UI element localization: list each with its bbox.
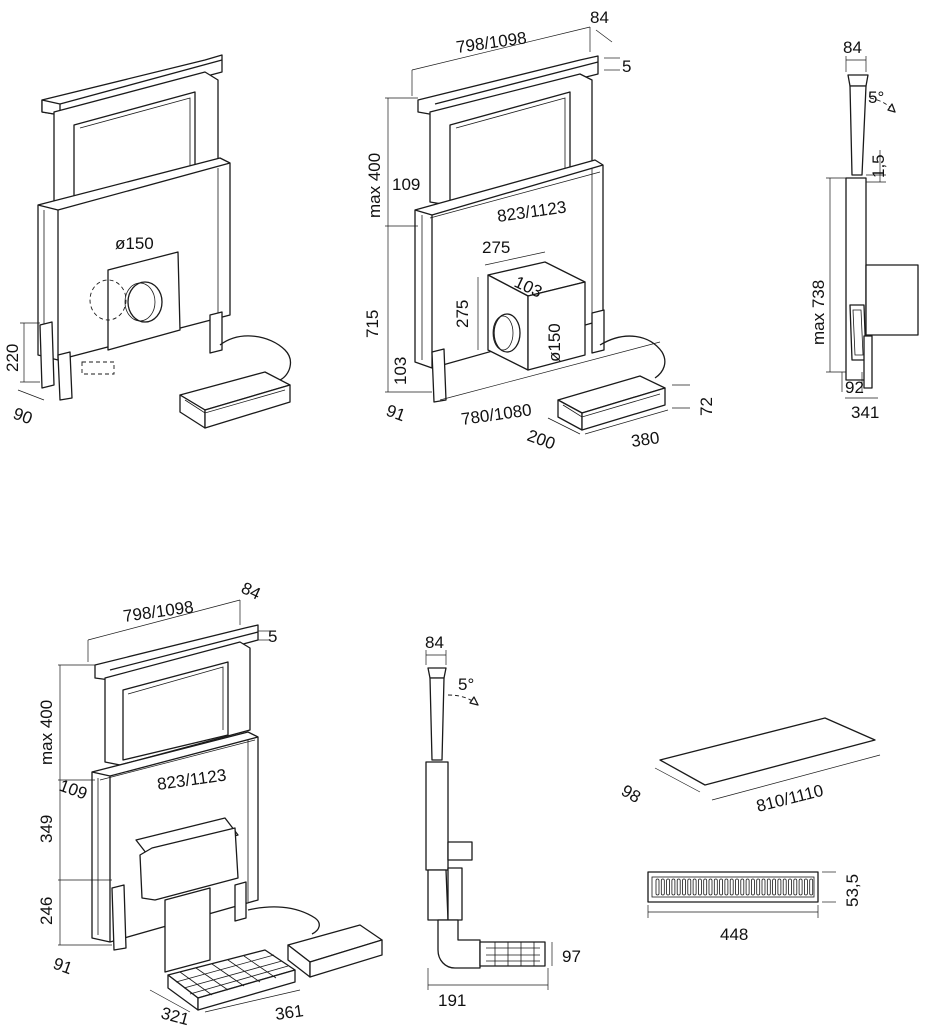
view-4-hood-filter: 798/1098 84 5 max 400 109 823/1123 349 2… [37,578,383,1030]
vent-slot [793,878,798,896]
vent-slot [729,878,734,896]
view2-module-depth-label: 200 [525,426,558,454]
vent-slot [687,878,692,896]
view2-top-width-label: 798/1098 [455,28,528,57]
vent-slot [735,878,739,896]
view-3-side-profile: 84 5° 1,5 max 738 92 341 [809,38,919,422]
view3-top-depth-label: 84 [843,38,862,57]
view4-base-depth-label: 91 [51,954,75,978]
view4-max-height-label: max 400 [37,700,56,765]
vent-slot [655,878,660,896]
view-5-side-profile-filter: 84 5° 97 191 [425,633,581,1010]
view2-base-depth-label: 91 [384,401,408,425]
vent-slot [698,878,702,896]
vent-slots [655,878,814,896]
view4-top-depth-label: 84 [238,578,263,603]
view-2-hood-dimensions: 798/1098 84 5 max 400 109 823/1123 275 1… [363,8,716,453]
vent-slot [671,878,676,896]
view4-top-gap-label: 5 [268,627,277,646]
view2-box-width-label: 275 [482,238,510,257]
view2-box-diameter-label: ø150 [545,323,564,362]
vent-slot [777,878,782,896]
view3-max-height-label: max 738 [809,280,828,345]
view5-tilt-label: 5° [458,675,474,694]
view4-height-mid-label: 349 [37,815,56,843]
view5-filter-height-label: 97 [562,947,581,966]
vent-slot [745,878,750,896]
view1-height-lower-label: 220 [3,344,22,372]
vent-slot [660,878,665,896]
view4-height-low-label: 246 [37,897,56,925]
view3-gap-label: 1,5 [869,154,888,178]
view2-max-height-label: max 400 [365,153,384,218]
view1-diameter-label: ø150 [115,234,154,253]
view2-box-height-label: 275 [453,300,472,328]
vent-slot [788,878,792,896]
vent-slot [724,878,729,896]
vent-slot [692,878,697,896]
view3-base-depth-label: 92 [845,378,864,397]
vent-slot [703,878,708,896]
vent-slot [761,878,766,896]
vent-slot [809,878,814,896]
vent-slot [740,878,745,896]
view2-module-width-label: 380 [630,428,661,451]
vent-slot [719,878,723,896]
vent-slot [766,878,771,896]
view3-tilt-label: 5° [868,88,884,107]
vent-slot [682,878,686,896]
vent-slot [751,878,755,896]
vent-slot [708,878,713,896]
view4-filter-depth-label: 321 [159,1004,191,1030]
vent-slot [804,878,808,896]
vent-slot [772,878,776,896]
vent-slot [676,878,681,896]
vent-slot [713,878,718,896]
view5-top-depth-label: 84 [425,633,444,652]
vent-slot [782,878,787,896]
view-6-grille-vent: 98 810/1110 53,5 448 [618,717,881,944]
view1-depth-label: 90 [11,404,35,428]
view6-vent-width-label: 448 [720,925,748,944]
view4-filter-width-label: 361 [274,1001,305,1024]
view2-top-depth-label: 84 [590,8,609,27]
view5-total-depth-label: 191 [438,991,466,1010]
view-1-hood-perspective: ø150 220 90 [3,54,292,429]
view6-vent-height-label: 53,5 [843,874,862,907]
view6-grille-depth-label: 98 [618,781,644,807]
view2-frame-depth-label: 109 [392,175,420,194]
view2-module-height-label: 72 [697,397,716,416]
vent-slot [666,878,670,896]
view3-total-depth-label: 341 [851,403,879,422]
vent-slot [798,878,803,896]
view2-top-gap-label: 5 [622,57,631,76]
view2-height-mid-label: 715 [363,310,382,338]
view2-height-low-label: 103 [391,357,410,385]
vent-slot [756,878,761,896]
view2-base-width-label: 780/1080 [460,400,533,429]
